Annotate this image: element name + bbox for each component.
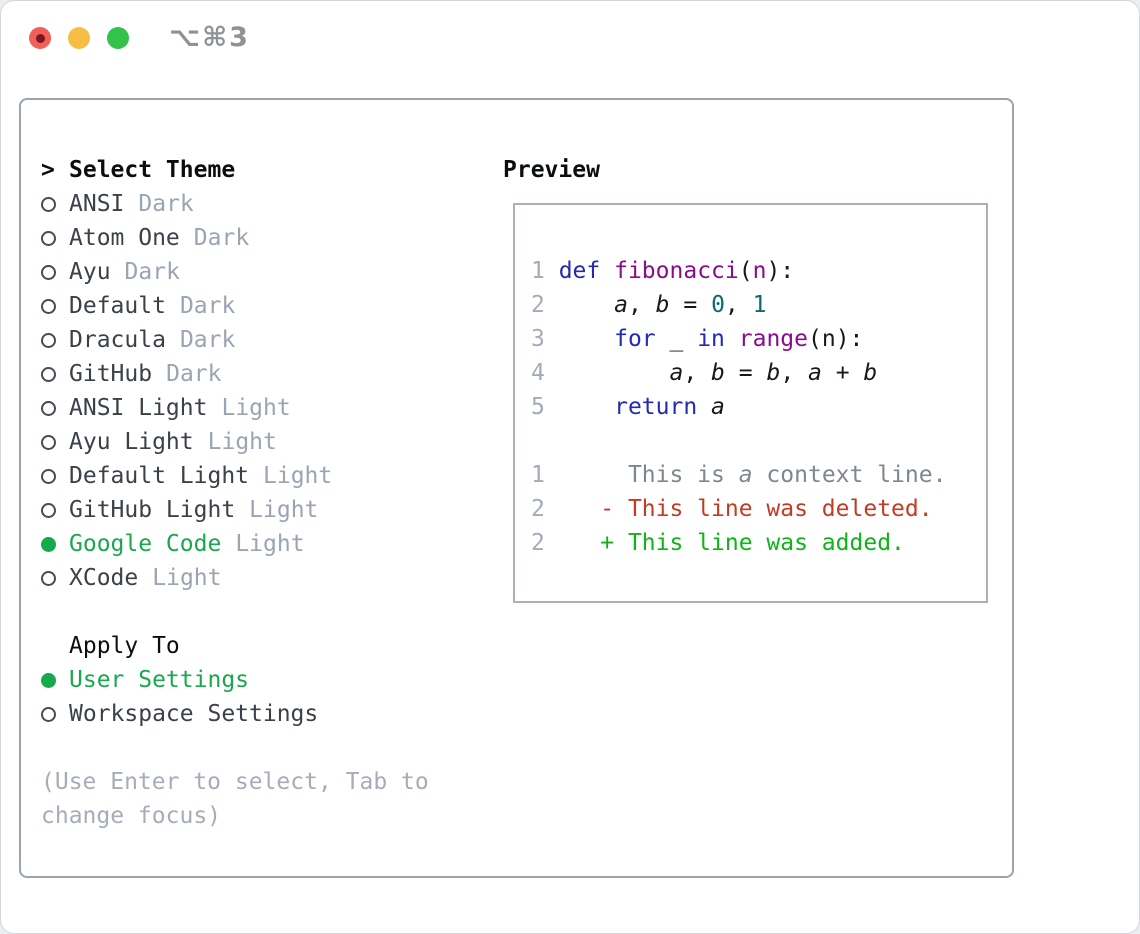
minimize-button[interactable]	[68, 27, 90, 49]
code-line: 3 for _ in range(n):	[531, 326, 864, 352]
window-title: ⌥⌘3	[169, 22, 250, 53]
theme-item[interactable]: Google Code Light	[41, 527, 429, 561]
option-tag: Light	[249, 497, 319, 523]
preview-box: 1 def fibonacci(n): 2 a, b = 0, 1 3 for _ …	[513, 203, 988, 603]
radio-icon	[41, 502, 69, 518]
theme-item[interactable]: Atom One Dark	[41, 221, 429, 255]
apply-to-item[interactable]: Workspace Settings	[41, 697, 429, 731]
option-label: Workspace Settings	[69, 701, 319, 727]
radio-selected-icon	[41, 536, 69, 552]
line-number: 5	[531, 394, 559, 420]
close-button[interactable]	[29, 27, 51, 49]
apply-to-header-row: Apply To	[41, 629, 429, 663]
option-label: Google Code	[69, 531, 222, 557]
option-tag: Dark	[166, 361, 222, 387]
radio-selected-icon	[41, 672, 69, 688]
option-tag: Light	[235, 531, 305, 557]
radio-icon	[41, 230, 69, 246]
option-tag: Light	[152, 565, 222, 591]
close-dot-icon	[35, 33, 45, 43]
theme-item[interactable]: XCode Light	[41, 561, 429, 595]
apply-to-item[interactable]: User Settings	[41, 663, 429, 697]
spacer	[41, 731, 429, 765]
theme-item[interactable]: GitHub Light Light	[41, 493, 429, 527]
line-number: 1	[531, 462, 559, 488]
theme-list-title: Select Theme	[69, 157, 236, 183]
option-tag: Dark	[179, 327, 236, 353]
option-tag: Dark	[124, 259, 180, 285]
code-line: 1 This is a context line.	[531, 462, 947, 488]
code-line	[531, 424, 986, 458]
code-line: 2 a, b = 0, 1	[531, 292, 767, 318]
theme-list-header-row: > Select Theme	[41, 153, 429, 187]
theme-item[interactable]: ANSI Dark	[41, 187, 429, 221]
option-tag: Light	[221, 395, 291, 421]
option-label: XCode	[69, 565, 139, 591]
option-label: Atom One	[69, 225, 180, 251]
prompt-icon: >	[41, 157, 55, 183]
option-tag: Dark	[179, 293, 236, 319]
help-line: (Use Enter to select, Tab to	[41, 769, 429, 795]
option-label: ANSI	[69, 191, 125, 217]
option-tag: Dark	[138, 191, 194, 217]
titlebar: ⌥⌘3	[1, 1, 1139, 76]
theme-item[interactable]: Ayu Light Light	[41, 425, 429, 459]
option-label: User Settings	[69, 667, 250, 693]
option-label: GitHub	[69, 361, 153, 387]
theme-item[interactable]: Default Dark	[41, 289, 429, 323]
traffic-lights	[29, 27, 129, 49]
option-tag: Light	[263, 463, 333, 489]
line-number: 2	[531, 530, 559, 556]
theme-item[interactable]: ANSI Light Light	[41, 391, 429, 425]
line-number: 3	[531, 326, 559, 352]
option-tag: Light	[207, 429, 277, 455]
code-line: 2 + This line was added.	[531, 530, 905, 556]
option-label: Ayu Light	[69, 429, 194, 455]
line-number: 4	[531, 360, 559, 386]
preview-code: 1 def fibonacci(n): 2 a, b = 0, 1 3 for _ …	[515, 205, 986, 560]
option-label: Dracula	[69, 327, 166, 353]
theme-item[interactable]: GitHub Dark	[41, 357, 429, 391]
radio-icon	[41, 434, 69, 450]
theme-item[interactable]: Ayu Dark	[41, 255, 429, 289]
radio-icon	[41, 400, 69, 416]
option-label: Default Light	[69, 463, 250, 489]
radio-icon	[41, 196, 69, 212]
code-line: 4 a, b = b, a + b	[531, 360, 878, 386]
theme-item[interactable]: Dracula Dark	[41, 323, 429, 357]
code-line: 2 - This line was deleted.	[531, 496, 933, 522]
radio-icon	[41, 366, 69, 382]
help-line: change focus)	[41, 803, 222, 829]
option-label: Default	[69, 293, 166, 319]
radio-icon	[41, 298, 69, 314]
line-number: 1	[531, 258, 559, 284]
option-tag: Dark	[193, 225, 250, 251]
spacer	[41, 595, 429, 629]
preview-title: Preview	[503, 157, 600, 183]
line-number: 2	[531, 292, 559, 318]
option-label: Ayu	[69, 259, 111, 285]
option-label: ANSI Light	[69, 395, 208, 421]
radio-icon	[41, 264, 69, 280]
zoom-button[interactable]	[107, 27, 129, 49]
radio-icon	[41, 468, 69, 484]
help-text: (Use Enter to select, Tab to change focus…	[41, 765, 429, 833]
line-number: 2	[531, 496, 559, 522]
apply-to-title: Apply To	[69, 633, 180, 659]
code-line: 5 return a	[531, 394, 725, 420]
theme-item[interactable]: Default Light Light	[41, 459, 429, 493]
radio-icon	[41, 706, 69, 722]
radio-icon	[41, 332, 69, 348]
radio-icon	[41, 570, 69, 586]
code-line: 1 def fibonacci(n):	[531, 258, 795, 284]
option-label: GitHub Light	[69, 497, 236, 523]
